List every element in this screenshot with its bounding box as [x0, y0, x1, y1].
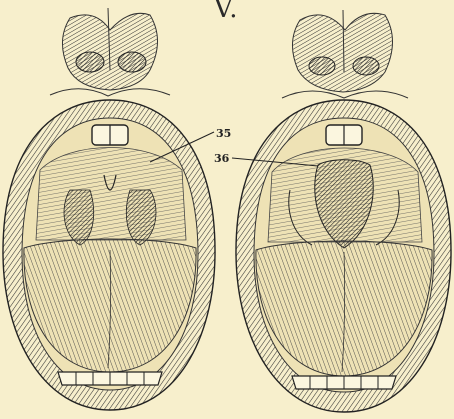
upper-teeth-left: [92, 125, 128, 145]
palate-left: [36, 148, 186, 241]
callout-label-35: 35: [216, 127, 231, 140]
plate-title: V.: [214, 0, 239, 24]
lower-teeth-left: [58, 372, 162, 385]
upper-teeth-right: [326, 125, 362, 145]
nose-right: [282, 10, 408, 98]
callout-label-36: 36: [214, 152, 229, 165]
figure-right: [232, 10, 451, 412]
figure-left: [3, 8, 215, 410]
lower-teeth-right: [292, 376, 396, 389]
nose-left: [50, 8, 170, 96]
